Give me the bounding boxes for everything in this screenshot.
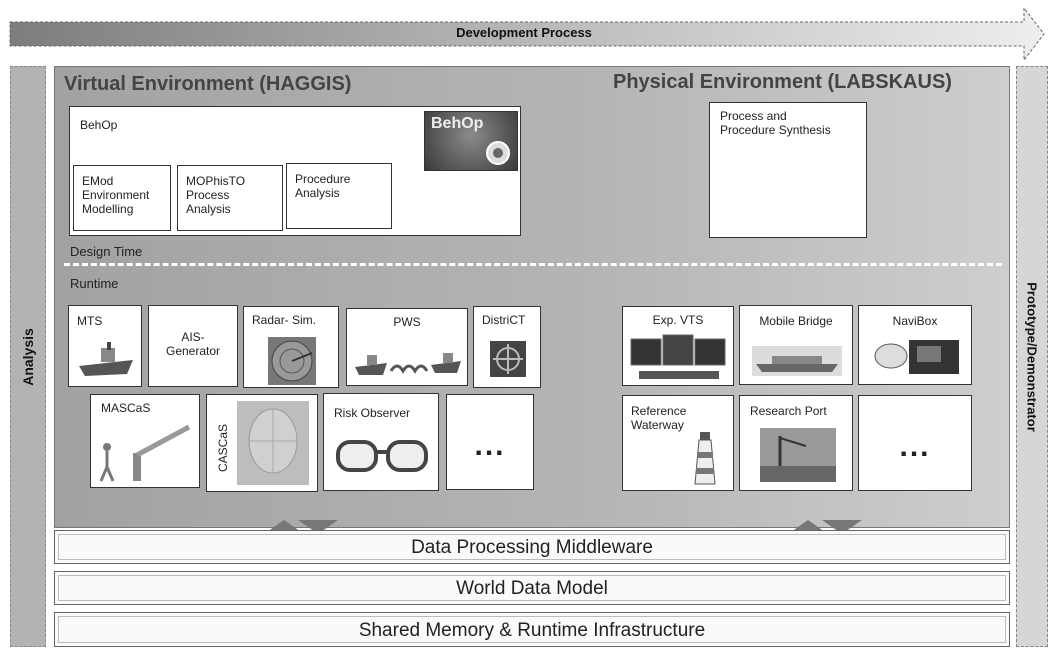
mophisto-label: MOPhisTO Process Analysis (186, 174, 246, 216)
process-synthesis-label: Process and Procedure Synthesis (720, 109, 831, 137)
head-mesh-icon (237, 401, 309, 485)
behop-logo-text: BehOp (431, 115, 484, 132)
more-physical-label: ... (899, 430, 931, 463)
lighthouse-icon (694, 432, 716, 485)
procedure-analysis-label: Procedure Analysis (295, 172, 351, 200)
mts-label: MTS (77, 314, 103, 328)
physical-environment-title: Physical Environment (LABSKAUS) (613, 71, 952, 93)
ais-generator-label: AIS- Generator (165, 330, 221, 358)
exp-vts-label: Exp. VTS (652, 313, 704, 327)
shared-memory-layer: Shared Memory & Runtime Infrastructure (54, 612, 1010, 647)
cascas-label: CASCaS (216, 423, 231, 473)
data-processing-middleware-layer: Data Processing Middleware (54, 530, 1010, 564)
reference-waterway-label: Reference Waterway (631, 404, 687, 432)
world-model-layer-label: World Data Model (456, 578, 608, 599)
analysis-label: Analysis (20, 327, 36, 386)
monitors-icon (630, 334, 726, 379)
research-port-label: Research Port (750, 404, 827, 418)
prototype-label: Prototype/Demonstrator (1024, 281, 1040, 432)
radar-icon (268, 337, 316, 385)
districT-label: DistriCT (482, 313, 526, 327)
pws-box: PWS (346, 308, 468, 386)
research-port-box: Research Port (739, 395, 853, 491)
prototype-bar: Prototype/Demonstrator (1016, 66, 1048, 647)
world-model-layer-inner (58, 575, 1006, 601)
port-icon (760, 428, 836, 482)
development-process-arrow (9, 6, 1045, 62)
emod-box: EMod Environment Modelling (73, 165, 171, 231)
glasses-icon (336, 440, 428, 472)
mobile-bridge-box: Mobile Bridge (739, 305, 853, 385)
districT-box: DistriCT (473, 306, 541, 388)
risk-observer-box: Risk Observer (323, 393, 439, 491)
mascas-label: MASCaS (101, 401, 151, 415)
radar-sim-label: Radar- Sim. (252, 313, 317, 327)
middleware-layer-inner (58, 534, 1006, 560)
behop-title: BehOp (80, 118, 118, 132)
runtime-label: Runtime (70, 276, 119, 291)
ais-generator-box: AIS- Generator (148, 305, 238, 387)
exp-vts-box: Exp. VTS (622, 306, 734, 386)
mts-box: MTS (68, 305, 142, 387)
virtual-environment-title: Virtual Environment (HAGGIS) (64, 73, 352, 95)
mobile-bridge-label: Mobile Bridge (759, 314, 833, 328)
behop-logo: BehOp (424, 111, 518, 171)
emod-label: EMod Environment Modelling (82, 174, 150, 216)
shared-memory-layer-label: Shared Memory & Runtime Infrastructure (358, 620, 706, 641)
reference-waterway-box: Reference Waterway (622, 395, 734, 491)
design-runtime-separator (64, 263, 1002, 266)
crane-and-person-icon (99, 424, 191, 482)
pws-label: PWS (393, 315, 421, 329)
ship-wheel-icon (490, 341, 526, 377)
helmet-icon (486, 141, 510, 165)
ferry-icon (752, 346, 842, 376)
more-virtual-label: ... (474, 429, 506, 462)
cascas-box: CASCaS (206, 394, 318, 492)
development-process-label: Development Process (456, 25, 592, 40)
radar-sim-box: Radar- Sim. (243, 306, 339, 388)
ship-icon (79, 342, 133, 376)
navibox-label: NaviBox (892, 314, 938, 328)
mascas-box: MASCaS (90, 394, 200, 488)
risk-observer-label: Risk Observer (334, 406, 411, 420)
mophisto-box: MOPhisTO Process Analysis (177, 165, 283, 231)
world-data-model-layer: World Data Model (54, 571, 1010, 605)
navibox-case-icon (874, 340, 959, 374)
shared-memory-layer-inner (58, 616, 1006, 643)
middleware-layer-label: Data Processing Middleware (411, 537, 653, 558)
procedure-analysis-box: Procedure Analysis (286, 163, 392, 229)
ships-and-bridge-icon (355, 353, 461, 375)
design-time-label: Design Time (70, 244, 143, 259)
more-virtual-box: ... (446, 394, 534, 490)
navibox-box: NaviBox (858, 305, 972, 385)
more-physical-box: ... (858, 395, 972, 491)
analysis-bar: Analysis (10, 66, 46, 647)
process-synthesis-box: Process and Procedure Synthesis (709, 102, 867, 238)
